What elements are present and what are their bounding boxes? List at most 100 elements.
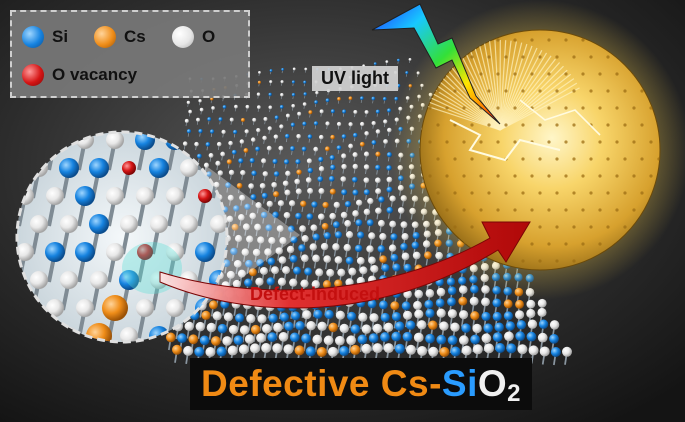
inset-atom bbox=[89, 158, 109, 178]
lattice-atom bbox=[249, 212, 256, 220]
lattice-atom bbox=[268, 105, 273, 110]
lattice-atom bbox=[458, 285, 468, 294]
lattice-atom bbox=[292, 67, 296, 71]
lattice-atom bbox=[537, 298, 547, 308]
lattice-atom bbox=[244, 129, 249, 134]
lattice-atom bbox=[206, 171, 212, 177]
lattice-atom bbox=[391, 331, 402, 342]
lattice-atom bbox=[177, 333, 187, 344]
legend-item-cs: Cs bbox=[94, 26, 146, 48]
lattice-atom bbox=[332, 243, 340, 251]
lattice-atom bbox=[329, 212, 336, 220]
lattice-atom bbox=[241, 117, 245, 122]
lattice-atom bbox=[272, 343, 283, 354]
lattice-atom bbox=[188, 334, 199, 345]
lattice-atom bbox=[221, 129, 226, 134]
lattice-atom bbox=[368, 232, 376, 240]
lattice-atom bbox=[312, 334, 323, 345]
lattice-atom bbox=[300, 254, 309, 263]
lattice-atom bbox=[330, 164, 336, 171]
lattice-atom bbox=[371, 120, 376, 126]
lattice-atom bbox=[364, 110, 369, 115]
lattice-atom bbox=[363, 177, 370, 184]
lattice-atom bbox=[417, 345, 428, 356]
lattice-atom bbox=[335, 335, 345, 346]
lattice-atom bbox=[366, 245, 374, 253]
lattice-atom bbox=[339, 323, 349, 334]
lattice-atom bbox=[212, 311, 222, 321]
lattice-atom bbox=[206, 322, 217, 333]
lattice-atom bbox=[291, 80, 295, 84]
lattice-atom bbox=[334, 256, 343, 264]
lattice-atom bbox=[386, 186, 393, 193]
lattice-atom bbox=[211, 106, 215, 110]
lattice-atom bbox=[368, 333, 379, 343]
lattice-atom bbox=[506, 343, 517, 354]
lattice-atom bbox=[340, 211, 348, 219]
lattice-atom bbox=[353, 109, 358, 114]
lattice-atom bbox=[400, 221, 408, 229]
lattice-atom bbox=[323, 232, 331, 240]
lattice-atom bbox=[339, 346, 350, 357]
lattice-atom bbox=[284, 133, 290, 139]
lattice-atom bbox=[268, 92, 272, 97]
lattice-atom bbox=[334, 279, 343, 288]
lattice-atom bbox=[329, 155, 335, 161]
inset-atom bbox=[59, 158, 79, 178]
lattice-atom bbox=[228, 140, 233, 146]
lattice-atom bbox=[257, 236, 265, 244]
lattice-atom bbox=[317, 321, 327, 332]
lattice-atom bbox=[244, 278, 253, 287]
lattice-atom bbox=[406, 344, 416, 355]
title-part-si: Si bbox=[441, 363, 478, 404]
inset-atom bbox=[46, 299, 64, 317]
lattice-atom bbox=[278, 332, 289, 342]
lattice-atom bbox=[290, 122, 295, 127]
lattice-atom bbox=[428, 346, 439, 357]
lattice-atom bbox=[302, 102, 307, 106]
lattice-atom bbox=[291, 103, 296, 108]
lattice-atom bbox=[297, 111, 302, 116]
lattice-atom bbox=[412, 251, 421, 260]
lattice-atom bbox=[385, 60, 389, 64]
lattice-atom bbox=[359, 266, 368, 275]
lattice-atom bbox=[537, 332, 548, 343]
lattice-atom bbox=[231, 149, 237, 155]
lattice-atom bbox=[237, 269, 246, 278]
lattice-atom bbox=[428, 320, 438, 330]
inset-atom bbox=[195, 242, 215, 262]
lattice-atom bbox=[324, 146, 330, 152]
lattice-atom bbox=[261, 343, 272, 354]
lattice-atom bbox=[343, 243, 351, 252]
lattice-atom bbox=[186, 100, 191, 105]
lattice-atom bbox=[240, 169, 246, 176]
lattice-atom bbox=[515, 299, 524, 309]
lattice-atom bbox=[377, 245, 385, 253]
lattice-atom bbox=[397, 58, 400, 62]
lattice-atom bbox=[245, 104, 250, 109]
lattice-atom bbox=[266, 145, 272, 151]
lattice-atom bbox=[317, 213, 325, 221]
lattice-atom bbox=[277, 277, 287, 286]
lattice-atom bbox=[239, 325, 250, 335]
lattice-atom bbox=[269, 80, 273, 84]
o-atom-icon bbox=[172, 26, 194, 48]
lattice-atom bbox=[481, 311, 491, 321]
lattice-atom bbox=[310, 224, 318, 232]
lattice-atom bbox=[355, 199, 363, 206]
lattice-atom bbox=[328, 346, 338, 357]
lattice-atom bbox=[326, 268, 335, 277]
lattice-atom bbox=[361, 343, 372, 354]
lattice-atom bbox=[291, 92, 296, 97]
inset-atom bbox=[137, 244, 153, 260]
lattice-atom bbox=[256, 92, 261, 96]
inset-atom bbox=[106, 187, 124, 205]
lattice-atom bbox=[516, 320, 527, 330]
lattice-atom bbox=[401, 301, 411, 311]
lattice-atom bbox=[271, 266, 279, 275]
inset-atom bbox=[136, 299, 154, 317]
lattice-atom bbox=[273, 322, 283, 333]
lattice-atom bbox=[196, 153, 202, 159]
lattice-atom bbox=[336, 121, 342, 127]
